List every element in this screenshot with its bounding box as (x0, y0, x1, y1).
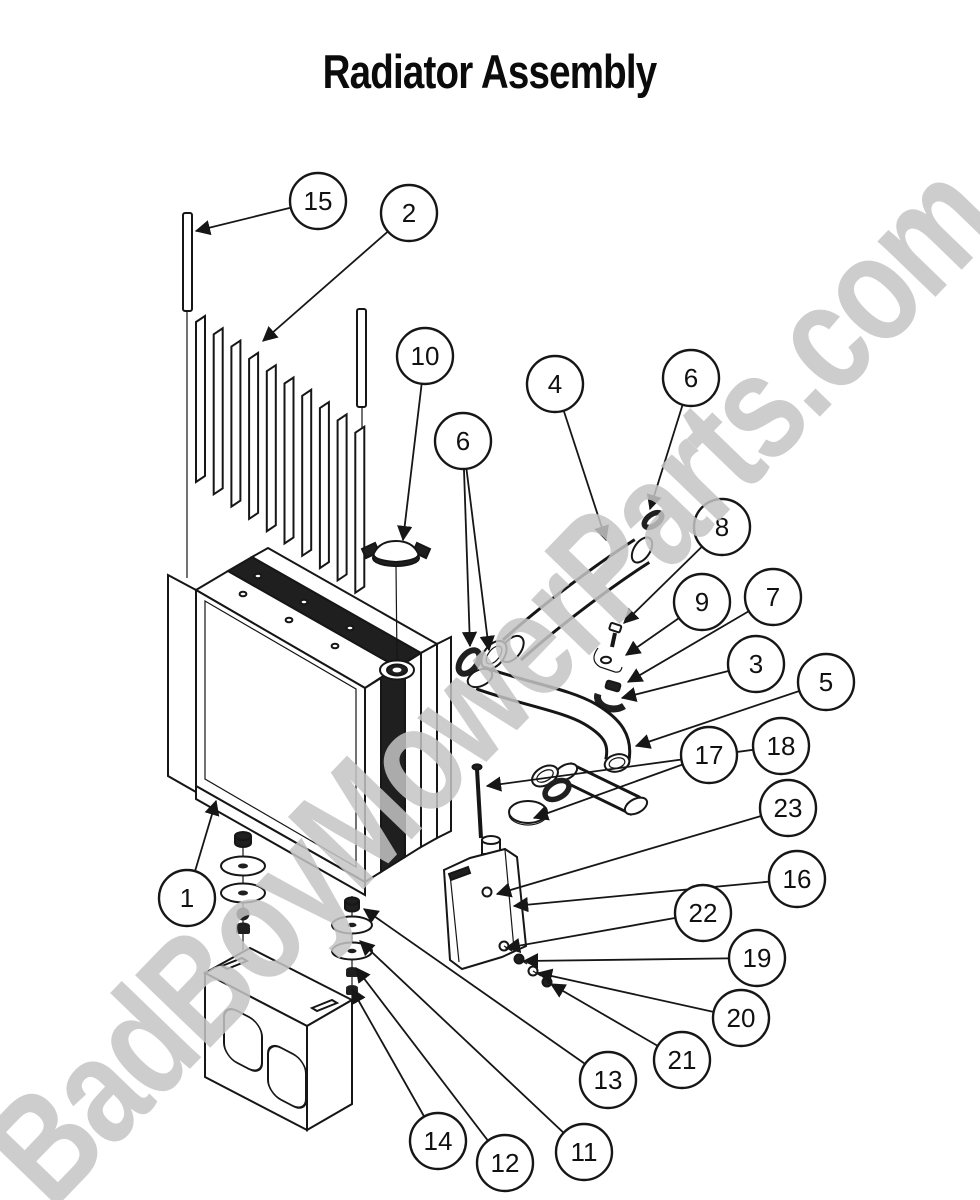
clamp-screw (608, 621, 623, 634)
filler-neck (379, 659, 415, 681)
leader-line-5 (634, 681, 827, 749)
callout-16: 16 (767, 849, 827, 909)
svg-text:15: 15 (304, 186, 333, 216)
callout-23: 23 (758, 778, 818, 838)
callout-8: 8 (692, 497, 752, 557)
screen-post-right (356, 308, 367, 408)
svg-text:6: 6 (684, 363, 698, 393)
clamp-bolt (604, 679, 622, 693)
callout-1: 1 (157, 868, 217, 928)
callout-6: 6 (661, 348, 721, 408)
svg-text:14: 14 (424, 1126, 453, 1156)
svg-text:7: 7 (766, 582, 780, 612)
svg-text:4: 4 (548, 369, 562, 399)
fastener-stack-left (220, 831, 266, 950)
clamp-clip (593, 647, 623, 673)
callout-9: 9 (672, 572, 732, 632)
svg-text:8: 8 (715, 512, 729, 542)
leader-line-22 (504, 912, 704, 954)
svg-text:22: 22 (689, 898, 718, 928)
overflow-tube (475, 768, 483, 839)
svg-text:19: 19 (743, 943, 772, 973)
callout-19: 19 (727, 928, 787, 988)
svg-text:2: 2 (402, 198, 416, 228)
lower-bracket (202, 946, 355, 1132)
screen-slats (195, 314, 366, 595)
leader-line-16 (512, 878, 798, 913)
pipe-clamp (542, 777, 572, 803)
svg-text:16: 16 (783, 864, 812, 894)
svg-text:6: 6 (456, 426, 470, 456)
svg-text:11: 11 (571, 1137, 598, 1167)
svg-text:13: 13 (594, 1065, 623, 1095)
svg-text:20: 20 (727, 1003, 756, 1033)
leader-line-11 (359, 940, 585, 1153)
hose-clamp-upper (641, 509, 665, 531)
clamp-hardware (593, 621, 626, 713)
bottle-cap (508, 800, 548, 824)
callout-20: 20 (711, 988, 771, 1048)
callout-4: 4 (525, 354, 585, 414)
leader-line-2 (262, 212, 410, 342)
overflow-bottle (442, 763, 548, 971)
callout-21: 21 (652, 1030, 712, 1090)
bottle-body (442, 847, 528, 971)
callout-3: 3 (726, 634, 786, 694)
svg-text:18: 18 (767, 731, 796, 761)
radiator (167, 546, 452, 897)
svg-text:9: 9 (695, 587, 709, 617)
callout-14: 14 (408, 1111, 468, 1171)
svg-text:5: 5 (819, 667, 833, 697)
screen-post-left (182, 212, 193, 312)
callout-12: 12 (475, 1133, 535, 1193)
callout-10: 10 (395, 326, 455, 386)
svg-text:1: 1 (180, 883, 194, 913)
svg-text:17: 17 (695, 740, 724, 770)
leader-line-6 (461, 440, 478, 648)
callout-11: 11 (554, 1122, 614, 1182)
callout-22: 22 (673, 883, 733, 943)
svg-text:12: 12 (491, 1148, 520, 1178)
leader-line-20 (536, 968, 742, 1019)
callout-13: 13 (578, 1050, 638, 1110)
leader-lines (186, 200, 827, 1164)
band-clamp (594, 692, 626, 713)
page-title: Radiator Assembly (323, 45, 658, 98)
bottle-screw (481, 886, 493, 898)
leader-line-23 (495, 807, 789, 898)
leader-line-12 (355, 967, 506, 1164)
debris-screen (182, 212, 367, 595)
callout-18: 18 (751, 716, 811, 776)
svg-text:3: 3 (749, 649, 763, 679)
leader-line-17 (532, 754, 710, 821)
upper-hose (455, 509, 665, 677)
leader-line-13 (362, 908, 609, 1081)
callout-15: 15 (288, 171, 348, 231)
callout-17: 17 (679, 725, 739, 785)
svg-text:23: 23 (774, 793, 803, 823)
callout-5: 5 (796, 652, 856, 712)
leader-line-19 (522, 953, 758, 969)
hose-clamp-lower (455, 647, 483, 677)
leader-line-6 (462, 440, 495, 652)
callout-6: 6 (433, 411, 493, 471)
outlet-pipe (531, 762, 649, 816)
radiator-cap (360, 539, 432, 567)
leader-line-10 (397, 355, 426, 542)
callout-7: 7 (743, 567, 803, 627)
svg-text:21: 21 (668, 1045, 697, 1075)
callout-2: 2 (379, 183, 439, 243)
svg-text:10: 10 (411, 341, 440, 371)
